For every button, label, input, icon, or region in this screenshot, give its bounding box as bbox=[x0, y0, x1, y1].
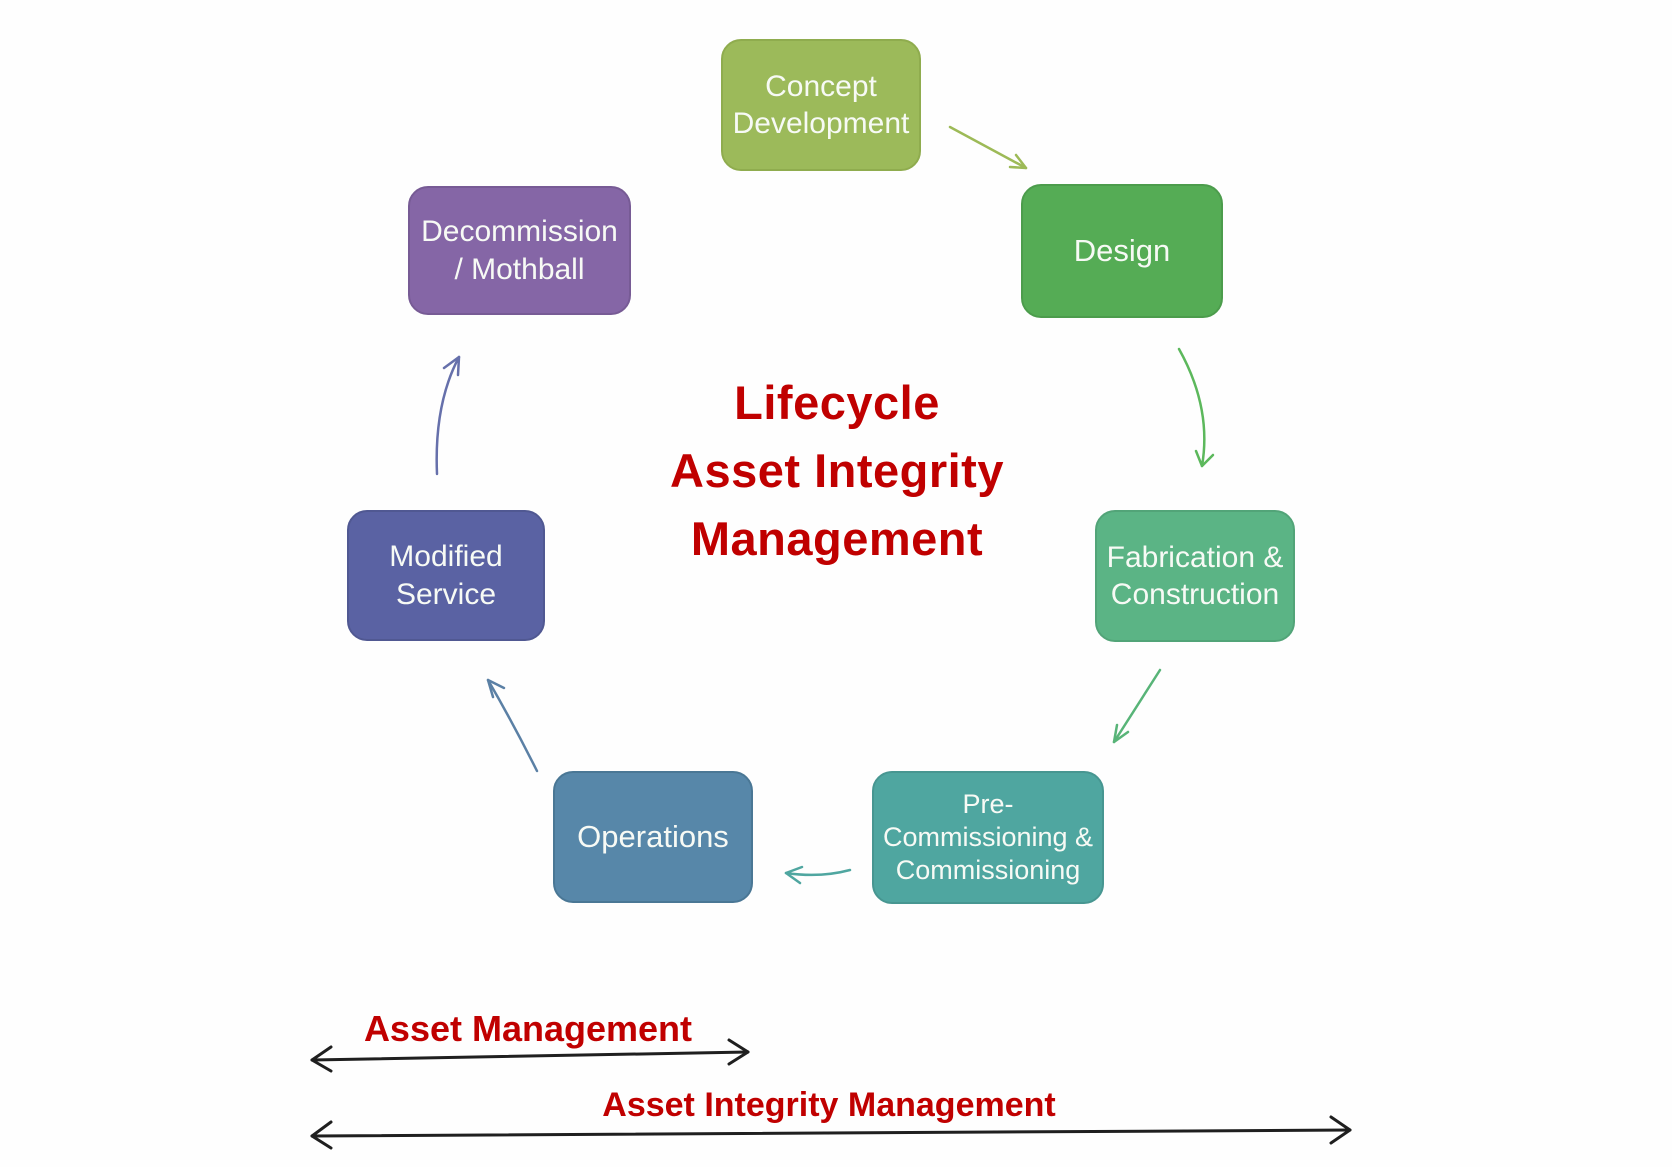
scope-label-asset-management: Asset Management bbox=[363, 1008, 693, 1049]
stage-label: Pre- Commissioning & Commissioning bbox=[882, 789, 1094, 885]
stage-label: Decommission / Mothball bbox=[421, 215, 618, 286]
stage-design: Design bbox=[1021, 184, 1223, 318]
flow-arrow-fabrication-to-precommissioning bbox=[1112, 668, 1162, 744]
scope-arrow-asset-integrity-management bbox=[310, 1115, 1352, 1150]
flow-arrow-design-to-fabrication bbox=[1177, 347, 1215, 468]
stage-label: Operations bbox=[577, 818, 729, 854]
stage-label: Modified Service bbox=[389, 540, 503, 611]
stage-operations: Operations bbox=[553, 771, 753, 903]
flow-arrow-modified-to-decommission bbox=[435, 355, 461, 476]
flow-arrow-operations-to-modified bbox=[486, 678, 539, 773]
stage-modified-service: Modified Service bbox=[347, 510, 545, 641]
diagram-title: Lifecycle Asset Integrity Management bbox=[670, 376, 1004, 565]
stage-label: Design bbox=[1073, 232, 1171, 268]
stage-pre-commissioning: Pre- Commissioning & Commissioning bbox=[872, 771, 1104, 904]
stage-label: Concept Development bbox=[732, 69, 910, 141]
stage-label: Fabrication & Construction bbox=[1106, 540, 1284, 612]
stage-decommission-mothball: Decommission / Mothball bbox=[408, 186, 631, 315]
stage-fabrication-construction: Fabrication & Construction bbox=[1095, 510, 1295, 642]
flow-arrow-precommissioning-to-operations bbox=[784, 865, 852, 885]
scope-label-asset-integrity-management: Asset Integrity Management bbox=[602, 1086, 1056, 1124]
flow-arrow-concept-to-design bbox=[948, 125, 1028, 170]
stage-concept-development: Concept Development bbox=[721, 39, 921, 171]
scope-arrow-asset-management bbox=[310, 1038, 750, 1073]
